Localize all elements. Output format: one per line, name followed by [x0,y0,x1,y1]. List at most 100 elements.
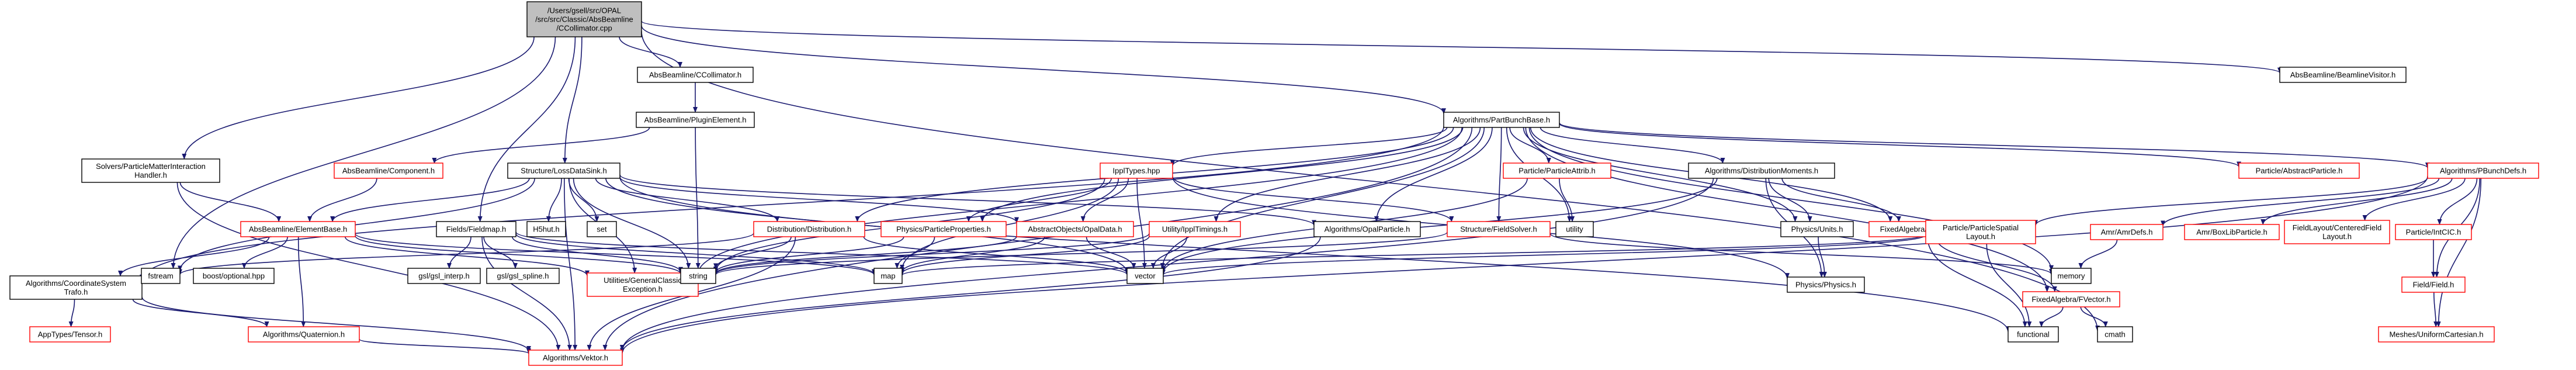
node-label: Distribution/Distribution.h [767,225,852,234]
edge-lossdatasink_h-to-vektor_h [564,178,578,351]
node-opaldata-h[interactable]: AbstractObjects/OpalData.h [1016,221,1134,237]
node-set[interactable]: set [587,221,617,237]
edge-root-to-cmath [641,31,2100,331]
node-label: Algorithms/OpalParticle.h [1325,225,1410,234]
node-box [680,268,716,284]
edge-root-to-partbunchbase_h [641,25,1446,115]
node-label: fstream [148,272,173,281]
node-gsl-spline[interactable]: gsl/gsl_spline.h [486,268,560,284]
node-ippltypes[interactable]: IpplTypes.hpp [1100,162,1173,179]
node-label: Physics/Units.h [1791,225,1843,234]
edge-partbunchbase_h-to-ippltimings_h [1214,127,1481,222]
node-label: Layout.h [1966,232,1995,241]
node-label: AbstractObjects/OpalData.h [1028,225,1122,234]
node-pbunchdefs-h[interactable]: Algorithms/PBunchDefs.h [2427,162,2539,179]
node-pluginelement-h[interactable]: AbsBeamline/PluginElement.h [636,112,755,128]
edge-particlematter_h-to-elementbase_h [179,182,282,222]
node-box [587,221,617,237]
node-boostoptional[interactable]: boost/optional.hpp [193,268,275,284]
node-abstractparticle-h[interactable]: Particle/AbstractParticle.h [2238,162,2360,179]
node-component-h[interactable]: AbsBeamline/Component.h [334,162,443,179]
edge-distribution_h-to-fstream [178,233,754,275]
node-label: AbsBeamline/BeamlineVisitor.h [2290,71,2395,79]
edge-lossdatasink_h-to-string [573,178,691,269]
node-distmoments-h[interactable]: Algorithms/DistributionMoments.h [1688,162,1835,179]
node-units-h[interactable]: Physics/Units.h [1780,221,1854,237]
node-partattrib-h[interactable]: Particle/ParticleAttrib.h [1503,162,1611,179]
node-intcic-h[interactable]: Particle/IntCIC.h [2395,224,2472,240]
node-particleprops-h[interactable]: Physics/ParticleProperties.h [880,221,1007,237]
node-label: Handler.h [134,171,167,179]
edge-fieldsolver_h-to-memory [1549,233,2054,275]
edge-spatiallayout_h-to-map [900,234,1926,276]
node-map[interactable]: map [873,268,903,284]
edge-elementbase_h-to-generalexception_h [344,236,590,276]
node-ippltimings-h[interactable]: Utility/IpplTimings.h [1149,221,1241,237]
node-distribution-h[interactable]: Distribution/Distribution.h [753,221,865,237]
node-label: AbsBeamline/ElementBase.h [249,225,347,234]
node-box [1313,221,1421,237]
node-label: Particle/AbstractParticle.h [2256,167,2343,175]
nodes-layer: /Users/gsell/src/OPAL/src/src/Classic/Ab… [9,1,2539,366]
node-quaternion-h[interactable]: Algorithms/Quaternion.h [248,326,360,343]
node-string[interactable]: string [680,268,716,284]
edge-ippltypes-to-opaldata_h [1080,178,1129,222]
node-opalparticle-h[interactable]: Algorithms/OpalParticle.h [1313,221,1421,237]
node-amrdefs-h[interactable]: Amr/AmrDefs.h [2090,224,2164,240]
node-label: Amr/BoxLibParticle.h [2196,228,2267,237]
node-partbunchbase-h[interactable]: Algorithms/PartBunchBase.h [1443,112,1560,128]
node-fieldmap-h[interactable]: Fields/Fieldmap.h [436,221,516,237]
node-beamlinevisitor-h[interactable]: AbsBeamline/BeamlineVisitor.h [2279,67,2407,83]
node-label: Particle/IntCIC.h [2406,228,2461,237]
edge-partbunchbase_h-to-ippltypes [1170,127,1448,167]
node-functional[interactable]: functional [2008,326,2059,343]
edge-partbunchbase_h-to-fieldsolver_h [1496,127,1502,222]
node-ccollimator-h[interactable]: AbsBeamline/CCollimator.h [637,67,754,83]
node-lossdatasink-h[interactable]: Structure/LossDataSink.h [507,162,620,179]
node-box [248,326,360,343]
node-vector[interactable]: vector [1126,268,1164,284]
node-tensor-h[interactable]: AppTypes/Tensor.h [29,326,111,343]
node-h5hut-h[interactable]: H5hut.h [526,221,566,237]
node-fvector-h[interactable]: FixedAlgebra/FVector.h [2022,291,2120,307]
edge-pbunchdefs_h-to-amrdefs_h [2161,178,2440,227]
node-memory[interactable]: memory [2051,268,2092,284]
node-box [9,275,143,300]
node-fstream[interactable]: fstream [141,268,181,284]
edge-particleprops_h-to-map [895,236,935,269]
edges-layer [68,20,2482,355]
node-gsl-interp[interactable]: gsl/gsl_interp.h [407,268,481,284]
node-particlematter-h[interactable]: Solvers/ParticleMatterInteractionHandler… [81,158,220,183]
node-label: map [880,272,895,281]
node-box [2022,291,2120,307]
node-elementbase-h[interactable]: AbsBeamline/ElementBase.h [240,221,356,237]
edge-elementbase_h-to-coordsystem_h [118,236,270,276]
node-boxlibparticle-h[interactable]: Amr/BoxLibParticle.h [2184,224,2280,240]
node-box [29,326,111,343]
node-root[interactable]: /Users/gsell/src/OPAL/src/src/Classic/Ab… [526,1,642,37]
node-fieldsolver-h[interactable]: Structure/FieldSolver.h [1447,221,1551,237]
edge-pluginelement_h-to-string [695,127,701,269]
edge-fvector_h-to-cmath [2080,306,2108,327]
node-label: utility [1566,225,1583,234]
node-label: Layout.h [2322,232,2352,241]
node-physics-h[interactable]: Physics/Physics.h [1787,276,1865,293]
node-box [240,221,356,237]
node-label: /src/src/Classic/AbsBeamline [535,15,633,24]
node-utility[interactable]: utility [1555,221,1594,237]
node-label: Solvers/ParticleMatterInteraction [96,162,206,171]
node-vektor-h[interactable]: Algorithms/Vektor.h [528,350,623,366]
node-box [2238,162,2360,179]
node-label: set [597,225,607,234]
node-box [1100,162,1173,179]
node-uniformcartesian-h[interactable]: Meshes/UniformCartesian.h [2378,326,2495,343]
node-cmath[interactable]: cmath [2097,326,2133,343]
node-field-h[interactable]: Field/Field.h [2401,276,2466,293]
node-box [526,1,642,37]
edge-ippltimings_h-to-vector [1150,236,1187,269]
